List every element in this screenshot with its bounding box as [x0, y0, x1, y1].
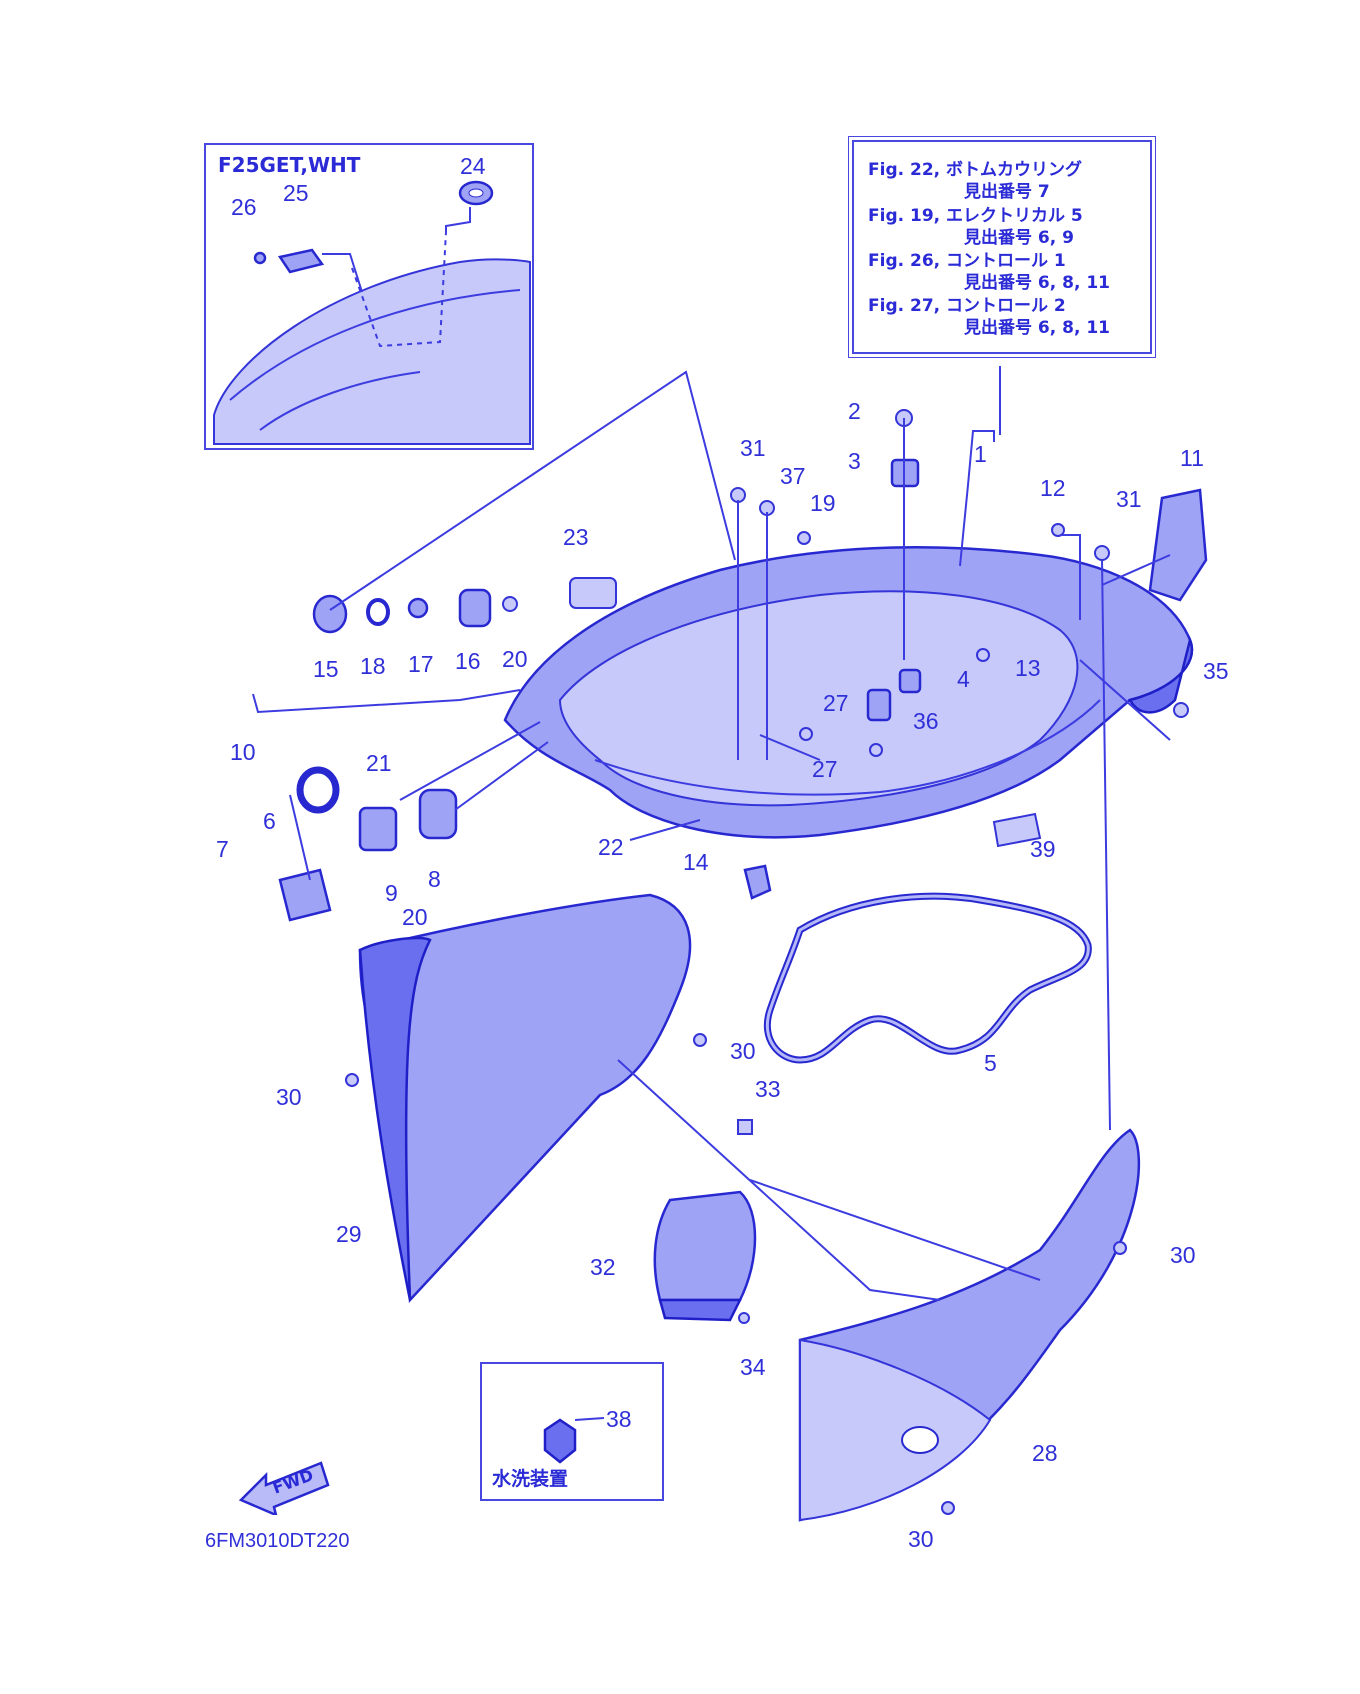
- reference-line: 見出番号 6, 8, 11: [964, 318, 1110, 338]
- bottom-cowling: [503, 546, 1194, 839]
- callout-21: 21: [366, 750, 392, 776]
- reference-line: Fig. 26, コントロール 1: [868, 251, 1066, 271]
- callout-14: 14: [683, 849, 709, 875]
- callout-35: 35: [1203, 658, 1229, 684]
- lower-bracket: [653, 1190, 757, 1322]
- flushing-device-label: 水洗装置: [492, 1468, 569, 1490]
- variant-inset-box: F25GET,WHT: [204, 143, 534, 450]
- callout-30: 30: [276, 1084, 302, 1110]
- callout-13: 13: [1015, 655, 1041, 681]
- gasket: [763, 892, 1092, 1064]
- callout-27: 27: [823, 690, 849, 716]
- callout-15: 15: [313, 656, 339, 682]
- reference-line: 見出番号 6, 9: [964, 228, 1074, 248]
- fwd-arrow-icon: [238, 1461, 330, 1515]
- callout-1: 1: [974, 441, 987, 467]
- leader-lines: [252, 366, 1171, 1301]
- callout-37: 37: [780, 463, 806, 489]
- callout-31: 31: [1116, 486, 1142, 512]
- callout-22: 22: [598, 834, 624, 860]
- callout-33: 33: [755, 1076, 781, 1102]
- reference-line: Fig. 27, コントロール 2: [868, 296, 1066, 316]
- callout-36: 36: [913, 708, 939, 734]
- callout-39: 39: [1030, 836, 1056, 862]
- callout-2: 2: [848, 398, 861, 424]
- callout-34: 34: [740, 1354, 766, 1380]
- flushing-device-box: 水洗装置: [480, 1362, 664, 1501]
- reference-line: Fig. 22, ボトムカウリング: [868, 160, 1083, 180]
- lower-cover-right: [798, 1128, 1140, 1522]
- callout-30: 30: [908, 1526, 934, 1552]
- callout-11: 11: [1180, 445, 1204, 471]
- callout-6: 6: [263, 808, 276, 834]
- callout-30: 30: [730, 1038, 756, 1064]
- callout-30: 30: [1170, 1242, 1196, 1268]
- callout-20: 20: [402, 904, 428, 930]
- callout-3: 3: [848, 448, 861, 474]
- callout-18: 18: [360, 653, 386, 679]
- callout-4: 4: [957, 666, 970, 692]
- diagram-code: 6FM3010DT220: [205, 1530, 350, 1552]
- callout-32: 32: [590, 1254, 616, 1280]
- callout-12: 12: [1040, 475, 1066, 501]
- callout-38: 38: [606, 1406, 632, 1432]
- callout-27: 27: [812, 756, 838, 782]
- reference-line: 見出番号 7: [964, 182, 1050, 202]
- lower-cover-left: [358, 893, 692, 1304]
- callout-17: 17: [408, 651, 434, 677]
- callout-7: 7: [216, 836, 229, 862]
- inset-callout-25: 25: [283, 180, 309, 206]
- callout-31: 31: [740, 435, 766, 461]
- inset-callout-24: 24: [460, 153, 486, 179]
- callout-19: 19: [810, 490, 836, 516]
- reference-line: 見出番号 6, 8, 11: [964, 273, 1110, 293]
- callout-8: 8: [428, 866, 441, 892]
- inset-cowling-sketch: [213, 180, 531, 445]
- callout-10: 10: [230, 739, 256, 765]
- reference-line: Fig. 19, エレクトリカル 5: [868, 206, 1083, 226]
- reference-box: Fig. 22, ボトムカウリング 見出番号 7 Fig. 19, エレクトリカ…: [848, 136, 1156, 358]
- callout-9: 9: [385, 880, 398, 906]
- callout-28: 28: [1032, 1440, 1058, 1466]
- small-parts: [278, 409, 1208, 1515]
- inset-callout-26: 26: [231, 194, 257, 220]
- callout-5: 5: [984, 1050, 997, 1076]
- callout-16: 16: [455, 648, 481, 674]
- callout-20: 20: [502, 646, 528, 672]
- callout-23: 23: [563, 524, 589, 550]
- callout-29: 29: [336, 1221, 362, 1247]
- inset-title: F25GET,WHT: [218, 153, 361, 177]
